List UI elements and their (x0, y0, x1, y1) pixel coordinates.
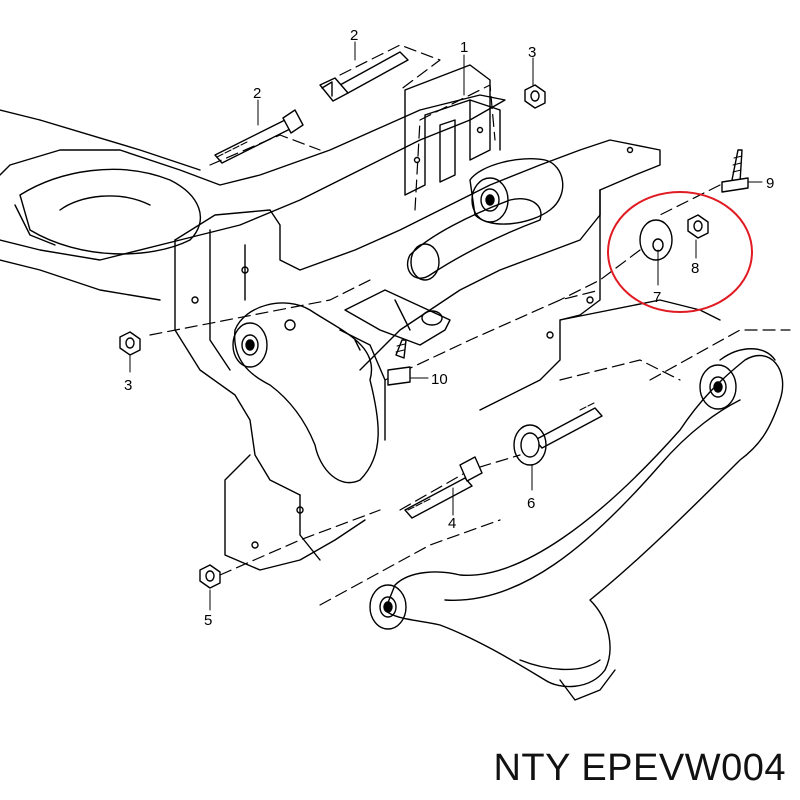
center-plate (344, 289, 451, 346)
callout-3-left: 3 (124, 377, 132, 394)
left-arm-bracket (232, 302, 386, 484)
bolt-2-left (214, 109, 304, 164)
nut-3-top (524, 84, 546, 109)
frame-rail (0, 94, 506, 301)
bolt-2-top (319, 51, 409, 102)
highlight-circle (607, 191, 753, 313)
nut-8 (687, 214, 709, 239)
bolt-9 (721, 149, 749, 193)
callout-2-left: 2 (253, 85, 261, 102)
part-caption: NTY EPEVW004 (493, 747, 786, 789)
callout-2-top: 2 (350, 27, 358, 44)
bolt-4 (404, 456, 483, 519)
lower-control-arm (369, 348, 784, 701)
callout-1: 1 (460, 39, 468, 56)
leader-lines (129, 41, 763, 611)
callout-9: 9 (766, 175, 774, 192)
subframe (174, 139, 721, 571)
callout-numbers: 1 2 2 3 3 4 5 6 7 8 9 10 (124, 27, 774, 629)
steering-tube (406, 198, 542, 281)
callout-7: 7 (653, 289, 661, 306)
nut-3-left (119, 331, 141, 356)
callout-4: 4 (448, 515, 456, 532)
bolt-6 (513, 402, 603, 466)
callout-10: 10 (431, 371, 448, 388)
washer-7 (639, 219, 673, 261)
callout-3-top: 3 (528, 44, 536, 61)
callout-6: 6 (527, 495, 535, 512)
mounting-bracket (404, 64, 501, 196)
callout-8: 8 (691, 260, 699, 277)
upper-bushing (469, 158, 564, 225)
bolt-10 (387, 339, 411, 386)
nut-5 (199, 564, 221, 589)
callout-5: 5 (204, 612, 212, 629)
